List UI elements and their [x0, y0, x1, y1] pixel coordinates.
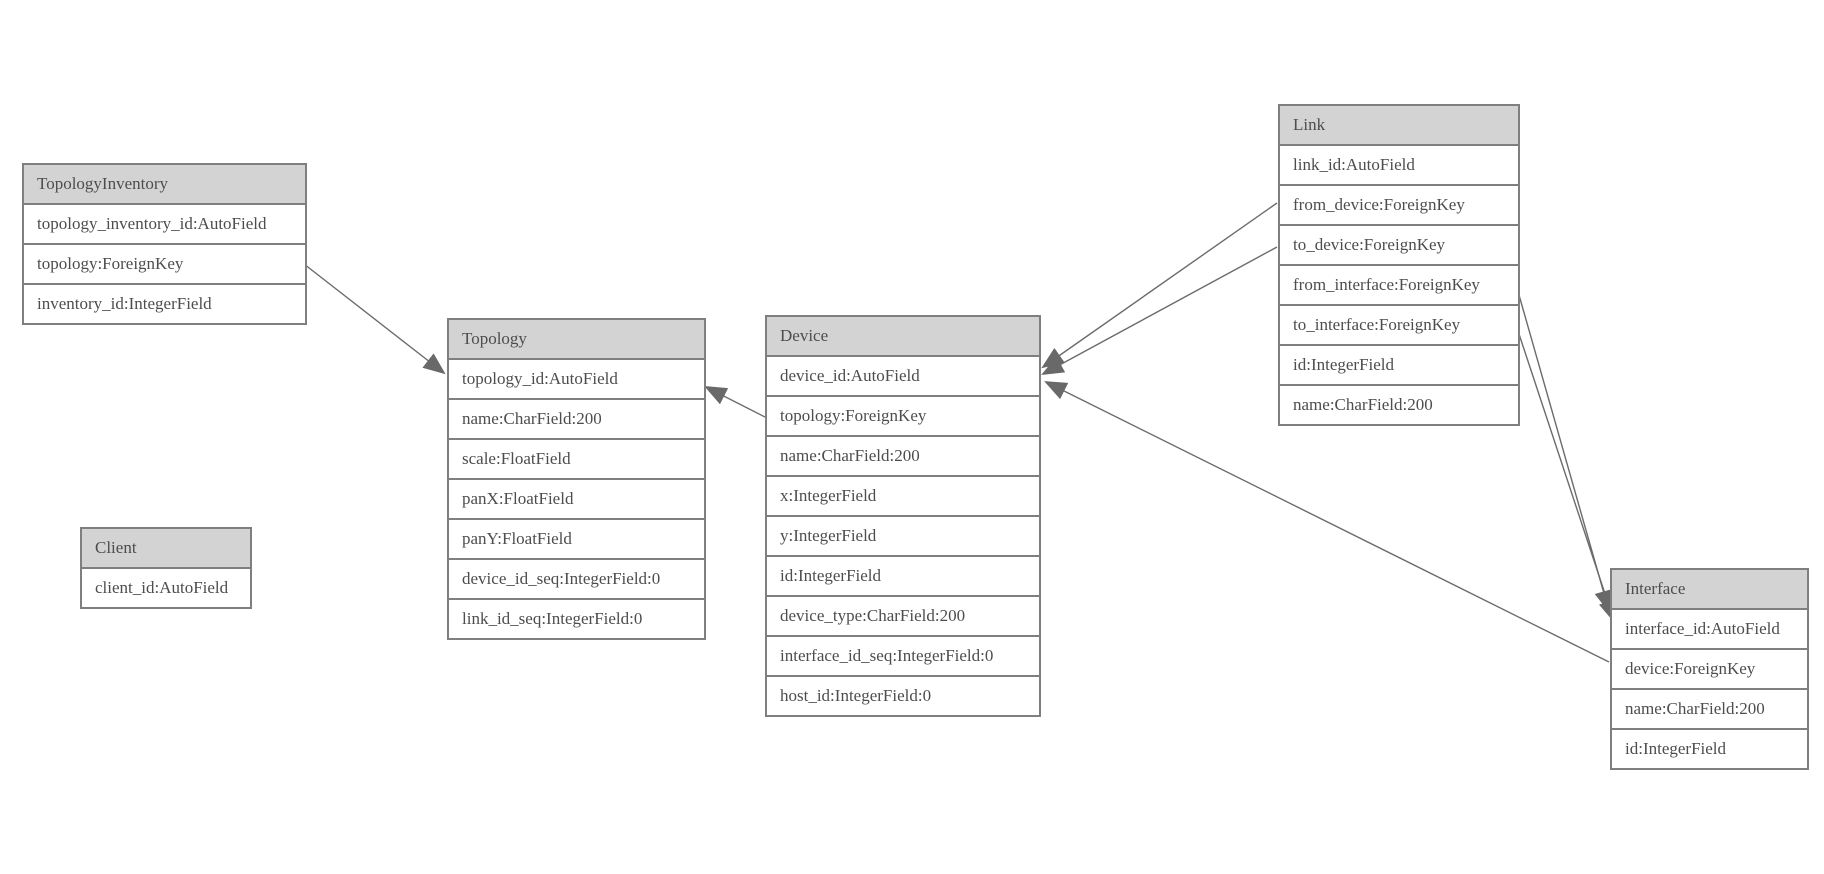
entity-field-row: panX:FloatField [449, 478, 704, 518]
entity-title: Client [82, 529, 250, 567]
entity-field-row: panY:FloatField [449, 518, 704, 558]
entity-field-row: to_interface:ForeignKey [1280, 304, 1518, 344]
entity-field-row: name:CharField:200 [767, 435, 1039, 475]
entity-field-row: topology_inventory_id:AutoField [24, 203, 305, 243]
entity-field-row: x:IntegerField [767, 475, 1039, 515]
entity-field-row: device_type:CharField:200 [767, 595, 1039, 635]
entity-field-row: inventory_id:IntegerField [24, 283, 305, 323]
relation-arrow-topologyinventory-topology [303, 263, 446, 375]
entity-field-row: from_device:ForeignKey [1280, 184, 1518, 224]
entity-field-row: topology_id:AutoField [449, 358, 704, 398]
entity-field-row: topology:ForeignKey [24, 243, 305, 283]
entity-field-row: link_id_seq:IntegerField:0 [449, 598, 704, 638]
entity-field-row: scale:FloatField [449, 438, 704, 478]
entity-field-row: id:IntegerField [767, 555, 1039, 595]
entity-field-row: to_device:ForeignKey [1280, 224, 1518, 264]
entity-title: Device [767, 317, 1039, 355]
entity-field-row: name:CharField:200 [1280, 384, 1518, 424]
entity-field-row: from_interface:ForeignKey [1280, 264, 1518, 304]
entity-field-row: name:CharField:200 [1612, 688, 1807, 728]
entity-field-row: link_id:AutoField [1280, 144, 1518, 184]
entity-title: Topology [449, 320, 704, 358]
entity-title: Interface [1612, 570, 1807, 608]
entity-field-row: y:IntegerField [767, 515, 1039, 555]
entity-field-row: host_id:IntegerField:0 [767, 675, 1039, 715]
entity-field-row: interface_id_seq:IntegerField:0 [767, 635, 1039, 675]
relation-arrow-link-to-interface [1516, 327, 1617, 623]
entity-field-row: interface_id:AutoField [1612, 608, 1807, 648]
relation-arrow-device-topology [704, 386, 766, 418]
relation-arrow-link-from-device [1041, 202, 1278, 369]
entity-field-row: name:CharField:200 [449, 398, 704, 438]
relation-arrow-link-to-device [1041, 246, 1278, 376]
entity-field-row: device_id:AutoField [767, 355, 1039, 395]
entity-field-row: id:IntegerField [1280, 344, 1518, 384]
entity-title: TopologyInventory [24, 165, 305, 203]
entity-field-row: client_id:AutoField [82, 567, 250, 607]
entity-field-row: device_id_seq:IntegerField:0 [449, 558, 704, 598]
entity-field-row: topology:ForeignKey [767, 395, 1039, 435]
entity-title: Link [1280, 106, 1518, 144]
relation-arrow-link-from-interface [1516, 287, 1613, 614]
entity-field-row: device:ForeignKey [1612, 648, 1807, 688]
entity-field-row: id:IntegerField [1612, 728, 1807, 768]
